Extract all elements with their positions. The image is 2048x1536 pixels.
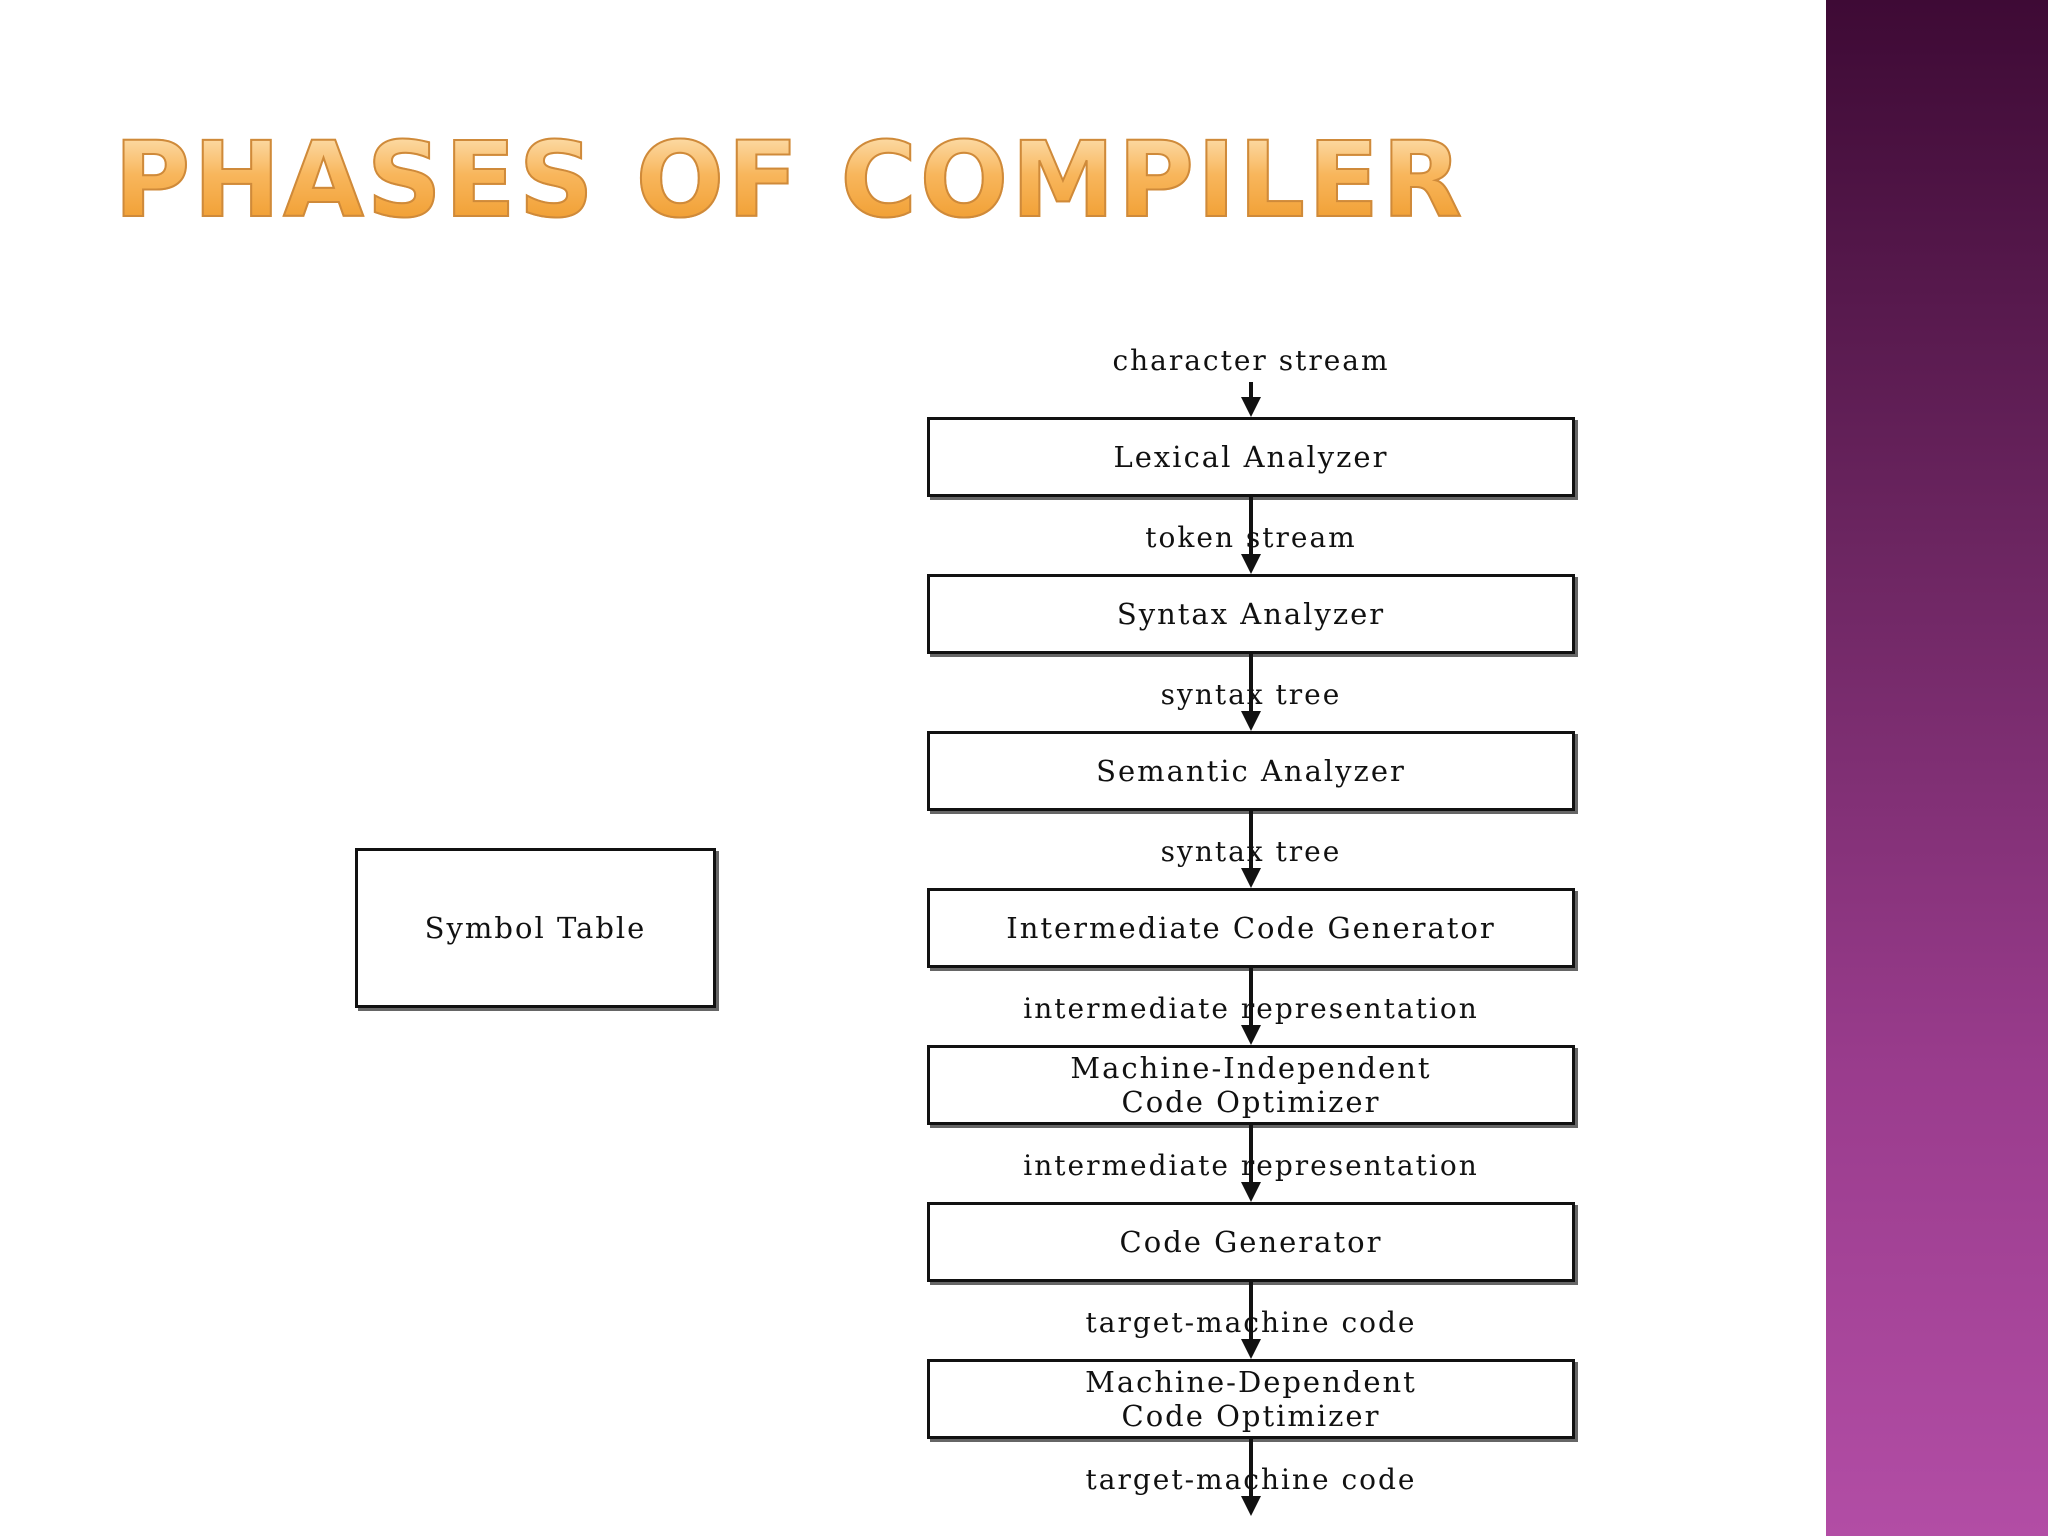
- flow-arrow-head: [1241, 554, 1261, 574]
- flow-arrow-shaft: [1249, 1125, 1253, 1182]
- phase-output-label: intermediate representation: [1023, 992, 1479, 1025]
- phase-output-label: target-machine code: [1085, 1463, 1417, 1496]
- flow-arrow-shaft: [1249, 654, 1253, 711]
- flow-arrow-head: [1241, 1339, 1261, 1359]
- flow-arrow-head: [1241, 711, 1261, 731]
- phase-box: Syntax Analyzer: [927, 574, 1575, 654]
- phase-box: Code Generator: [927, 1202, 1575, 1282]
- flow-arrow-shaft: [1249, 382, 1253, 397]
- flow-arrow-shaft: [1249, 497, 1253, 554]
- phase-output-label: intermediate representation: [1023, 1149, 1479, 1182]
- slide-title: PHASES OF COMPILER: [113, 119, 1466, 241]
- phase-box: Machine-Independent Code Optimizer: [927, 1045, 1575, 1125]
- flow-arrow-shaft: [1249, 811, 1253, 868]
- flow-arrow-shaft: [1249, 1439, 1253, 1496]
- flow-arrow-head: [1241, 1025, 1261, 1045]
- flow-arrow-shaft: [1249, 1282, 1253, 1339]
- phase-box: Lexical Analyzer: [927, 417, 1575, 497]
- phase-output-label: syntax tree: [1160, 678, 1342, 711]
- phase-output-label: syntax tree: [1160, 835, 1342, 868]
- phase-box: Machine-Dependent Code Optimizer: [927, 1359, 1575, 1439]
- phase-output-label: token stream: [1145, 521, 1357, 554]
- phase-box: Intermediate Code Generator: [927, 888, 1575, 968]
- phase-output-label: target-machine code: [1085, 1306, 1417, 1339]
- flow-arrow-head: [1241, 868, 1261, 888]
- phase-box: Semantic Analyzer: [927, 731, 1575, 811]
- side-band: [1826, 0, 2048, 1536]
- flow-arrow-head: [1241, 1182, 1261, 1202]
- flow-arrow-head: [1241, 1496, 1261, 1516]
- flow-arrow-shaft: [1249, 968, 1253, 1025]
- input-stream-label: character stream: [1112, 344, 1390, 377]
- symbol-table-box: Symbol Table: [355, 848, 716, 1008]
- flow-arrow-head: [1241, 397, 1261, 417]
